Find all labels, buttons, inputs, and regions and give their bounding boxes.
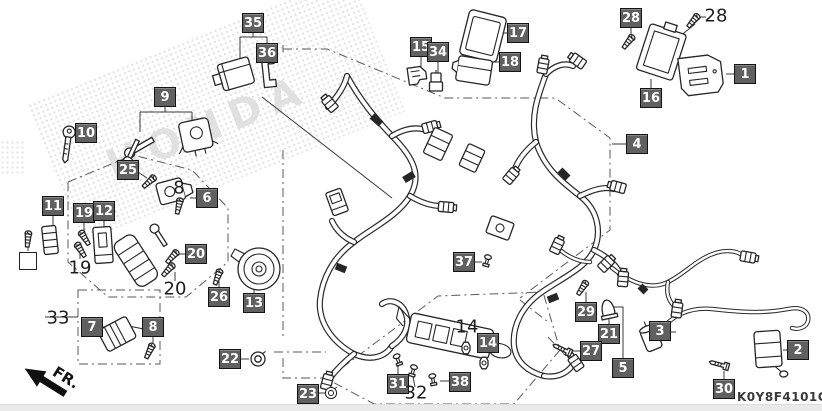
callout-box-1[interactable]: 1 (734, 64, 756, 84)
coil-drawing-7 (97, 316, 152, 352)
callout-box-26[interactable]: 26 (208, 287, 230, 307)
mount-drawing-21 (600, 299, 619, 321)
callout-box-7[interactable]: 7 (81, 317, 103, 337)
plate-drawing-1 (677, 54, 724, 97)
callout-box-8[interactable]: 8 (142, 317, 164, 337)
unit-drawing-35 (211, 56, 255, 92)
callout-box-13[interactable]: 13 (243, 293, 265, 313)
callout-text-32: 32 (404, 382, 428, 404)
watermark-dots-patch (0, 140, 26, 174)
horn-drawing-13 (230, 247, 281, 291)
callout-box-6[interactable]: 6 (196, 188, 218, 208)
callout-box-29[interactable]: 29 (575, 302, 597, 322)
callout-box-4[interactable]: 4 (626, 134, 648, 154)
diagram-part-code: K0Y8F4101C (737, 390, 822, 404)
harness-connectors (318, 50, 760, 392)
callout-box-14[interactable]: 14 (477, 333, 499, 353)
callout-text-14: 14 (455, 316, 479, 338)
wire-harness-drawing (316, 61, 811, 382)
callout-box-9[interactable]: 9 (154, 87, 176, 107)
bracket-drawing-12 (92, 225, 114, 265)
part-drawings (23, 9, 789, 400)
callout-box-17[interactable]: 17 (507, 23, 529, 43)
callout-box-30[interactable]: 30 (713, 379, 735, 399)
key-drawing-10 (62, 125, 76, 164)
callout-box-11[interactable]: 11 (42, 196, 64, 216)
callout-text-33: 33 (46, 307, 70, 329)
callout-box-34[interactable]: 34 (427, 42, 449, 62)
callout-text-28: 28 (704, 5, 728, 27)
bracket-drawing-15 (406, 65, 428, 86)
ignition-cylinder-drawing (113, 234, 159, 287)
lock-drawing-9 (178, 117, 219, 157)
callout-box-31[interactable]: 31 (387, 374, 409, 394)
callout-box-19[interactable]: 19 (73, 203, 95, 223)
callout-box-15[interactable]: 15 (410, 37, 432, 57)
junction-box-drawing (395, 306, 512, 360)
callout-box-3[interactable]: 3 (649, 321, 671, 341)
footer-strip (0, 404, 822, 411)
callout-box-28[interactable]: 28 (620, 8, 642, 28)
callout-text-20: 20 (163, 278, 187, 300)
callout-box-16[interactable]: 16 (640, 88, 662, 108)
empty-callout-box (19, 252, 37, 270)
fr-direction-arrow: FR. (24, 363, 83, 397)
callout-box-23[interactable]: 23 (297, 384, 319, 404)
main-connector-block (325, 187, 349, 217)
bracket-drawing-18 (451, 55, 494, 86)
sensor-drawing-2 (753, 329, 789, 378)
callout-box-2[interactable]: 2 (787, 340, 809, 360)
callout-box-37[interactable]: 37 (453, 252, 475, 272)
callout-box-21[interactable]: 21 (598, 324, 620, 344)
callout-box-27[interactable]: 27 (580, 341, 602, 361)
callout-box-35[interactable]: 35 (242, 13, 264, 33)
callout-box-5[interactable]: 5 (612, 358, 634, 378)
key-drawing-6 (149, 223, 168, 248)
callout-box-12[interactable]: 12 (93, 201, 115, 221)
callout-box-22[interactable]: 22 (219, 349, 241, 369)
callout-text-8: 8 (173, 177, 185, 199)
callout-box-10[interactable]: 10 (75, 123, 97, 143)
callout-box-20[interactable]: 20 (185, 244, 207, 264)
callout-box-25[interactable]: 25 (117, 160, 139, 180)
callout-box-36[interactable]: 36 (256, 43, 278, 63)
callout-box-38[interactable]: 38 (449, 372, 471, 392)
switch-drawing-11 (41, 224, 59, 256)
sensor-drawing-34 (428, 70, 444, 92)
callout-box-18[interactable]: 18 (499, 52, 521, 72)
callout-text-19: 19 (68, 257, 92, 279)
